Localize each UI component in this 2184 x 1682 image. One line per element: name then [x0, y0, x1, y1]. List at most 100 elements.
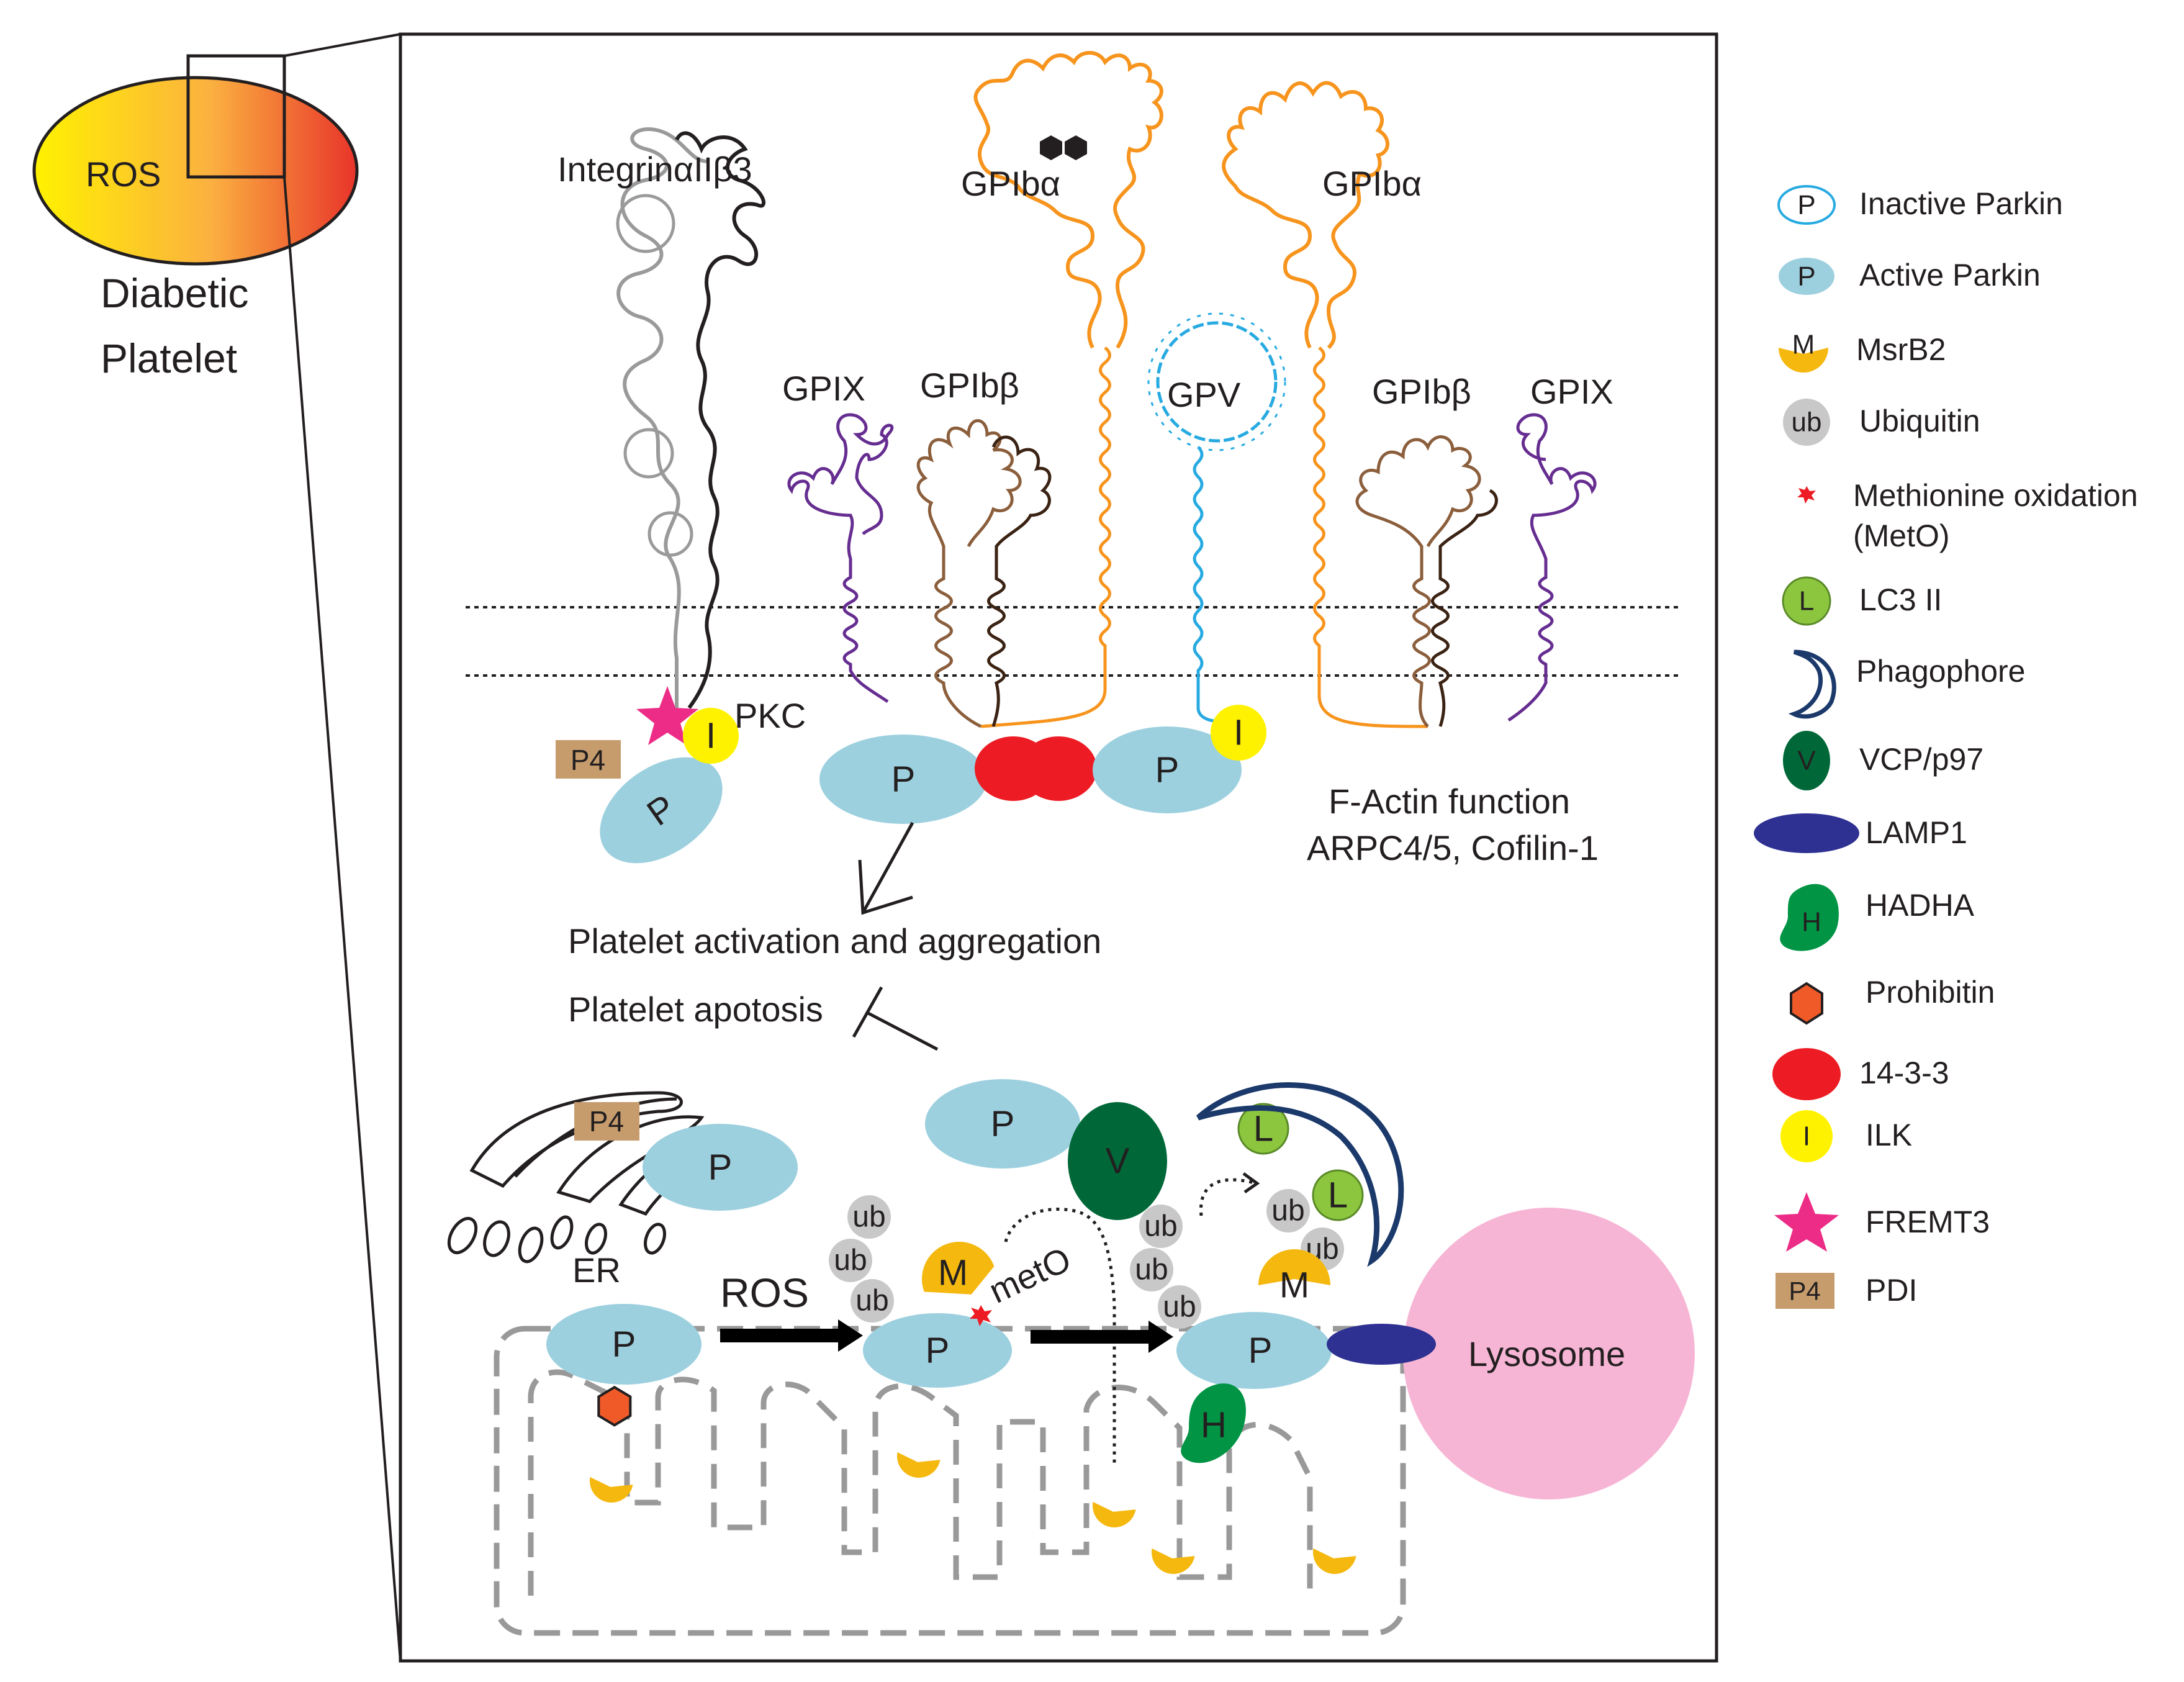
- integrin-parkin-complex: P P4 I PKC: [556, 686, 806, 864]
- legend-label-pdi: PDI: [1866, 1273, 1917, 1308]
- legend-label-lamp1: LAMP1: [1866, 815, 1967, 850]
- legend-inactive-parkin: P Inactive Parkin: [1777, 185, 2063, 225]
- integrin-alpha-chain: [616, 127, 708, 708]
- hexagon-dark-1: [1040, 135, 1062, 160]
- factin-label-line2: ARPC4/5, Cofilin-1: [1307, 828, 1599, 867]
- phagophore-icon: [1788, 649, 1836, 719]
- ros-arrow-label: ROS: [720, 1270, 809, 1316]
- legend-methionine-oxidation: Methionine oxidation (MetO): [1797, 478, 2138, 553]
- legend-vcp: V VCP/p97: [1783, 731, 1983, 790]
- legend-label-ilk: ILK: [1866, 1118, 1912, 1152]
- lamp1: [1327, 1324, 1436, 1365]
- msrb2-mito-2: [897, 1452, 941, 1478]
- parkin-mito-2: [863, 1313, 1012, 1388]
- gpiba-right-head: [1222, 81, 1389, 350]
- zoom-line-bottom: [283, 176, 402, 1662]
- gpix-right-label: GPIX: [1530, 372, 1613, 411]
- legend-pdi: P4 PDI: [1776, 1273, 1917, 1309]
- legend-label-fremt3: FREMT3: [1866, 1205, 1990, 1239]
- ilk-icon: [1780, 1110, 1833, 1162]
- gpibb-right-chain-b: [1431, 489, 1498, 727]
- legend-ubiquitin: ub Ubiquitin: [1783, 399, 1980, 446]
- legend-label-prohibitin: Prohibitin: [1866, 975, 1995, 1010]
- protein-14-3-3-b: [1020, 736, 1097, 801]
- parkin-mito-2-glyph: P: [926, 1331, 950, 1371]
- inactive-parkin-icon: [1777, 185, 1836, 225]
- prohibitin-icon: [1790, 982, 1823, 1025]
- legend-label-methionine-oxidation: Methionine oxidation: [1853, 478, 2138, 513]
- lc3-1-glyph: L: [1253, 1109, 1273, 1149]
- er-label: ER: [572, 1250, 621, 1290]
- parkin-gpib-left-glyph: P: [891, 759, 916, 800]
- hadha-glyph: H: [1201, 1405, 1227, 1445]
- gpix-right-chain: [1507, 413, 1597, 722]
- msrb2-mito-1: [590, 1476, 633, 1503]
- cell-ros-label: ROS: [86, 155, 161, 194]
- legend-prohibitin: Prohibitin: [1790, 975, 1995, 1025]
- parkin-mito-3-glyph: P: [1248, 1331, 1273, 1371]
- svg-text:I: I: [1803, 1121, 1810, 1152]
- gpibb-left-label: GPIbβ: [920, 366, 1019, 405]
- gpibb-right: GPIbβ: [1355, 372, 1498, 728]
- ub-step2-2-glyph: ub: [834, 1244, 867, 1277]
- legend-label-msrb2: MsrB2: [1856, 332, 1946, 367]
- legend-label-14-3-3: 14-3-3: [1859, 1056, 1949, 1090]
- vcp-icon: [1783, 731, 1830, 790]
- lc3-1: [1237, 1103, 1289, 1155]
- legend-14-3-3: 14-3-3: [1772, 1048, 1949, 1100]
- parkin-gpib-right: [1093, 726, 1242, 813]
- msrb2-icon: [1779, 348, 1828, 373]
- msrb2-mito-3: [1093, 1501, 1136, 1527]
- apoptosis-label: Platelet apotosis: [568, 990, 823, 1029]
- activation-arrow: [858, 821, 914, 915]
- prohibitin: [597, 1385, 632, 1427]
- factin-label-line1: F-Actin function: [1329, 782, 1570, 821]
- parkin-mito-1: [546, 1304, 702, 1385]
- parkin-er: [643, 1124, 798, 1211]
- legend-active-parkin: P Active Parkin: [1779, 258, 2041, 295]
- legend-ilk: I ILK: [1780, 1110, 1912, 1162]
- msrb2-dotted-path: [1004, 1207, 1116, 1465]
- parkin-mito-1-glyph: P: [612, 1324, 636, 1365]
- ub-step3-4: [1266, 1189, 1310, 1232]
- lamp1-icon: [1754, 813, 1859, 853]
- lysosome-label: Lysosome: [1468, 1334, 1625, 1373]
- active-parkin-icon: [1779, 258, 1834, 295]
- hadha: [1181, 1383, 1246, 1463]
- legend-label-lc3: LC3 II: [1859, 582, 1942, 617]
- ub-step2-3: [851, 1279, 894, 1323]
- apoptosis-inhibition: [852, 986, 939, 1051]
- step-arrow-2: [1031, 1321, 1173, 1353]
- fremt3-star: [636, 686, 698, 745]
- ilk-integrin: [683, 708, 739, 764]
- msrb2-step3-glyph: M: [1279, 1265, 1309, 1306]
- gpibb-left-chain-b: [987, 435, 1052, 727]
- svg-text:L: L: [1799, 586, 1814, 617]
- diabetic-platelet-cell: ROS Diabetic Platelet: [32, 54, 359, 381]
- svg-text:H: H: [1802, 907, 1821, 938]
- gpv-label: GPV: [1167, 375, 1241, 414]
- lysosome: [1403, 1208, 1695, 1499]
- msrb2-step2-glyph: M: [938, 1253, 968, 1293]
- svg-text:P: P: [1797, 261, 1815, 292]
- gpiba-right-stalk: [1313, 346, 1428, 728]
- parkin-gpib-right-glyph: P: [1155, 750, 1180, 790]
- ub-step2-1-glyph: ub: [852, 1201, 885, 1234]
- ub-step2-2: [829, 1239, 872, 1282]
- ilk-gpv-glyph: I: [1234, 713, 1243, 753]
- svg-text:P: P: [1797, 190, 1815, 220]
- gpibb-right-chain-a: [1355, 435, 1481, 728]
- gpiba-left-label: GPIbα: [961, 164, 1060, 203]
- parkin-mito-3: [1176, 1312, 1332, 1389]
- integrin-label: IntegrinαIIβ3: [557, 150, 752, 189]
- zoom-box: [186, 54, 286, 179]
- parkin-integrin: [600, 757, 723, 864]
- vcp-glyph: V: [1106, 1141, 1130, 1182]
- ub-step3-2-glyph: ub: [1135, 1254, 1168, 1286]
- gpibb-left-chain-a: [916, 419, 1022, 728]
- gpibb-right-label: GPIbβ: [1372, 372, 1471, 411]
- lc3-dotted-arrow: [1199, 1178, 1255, 1216]
- lc3-2-glyph: L: [1328, 1175, 1348, 1216]
- legend-lamp1: LAMP1: [1754, 813, 1967, 853]
